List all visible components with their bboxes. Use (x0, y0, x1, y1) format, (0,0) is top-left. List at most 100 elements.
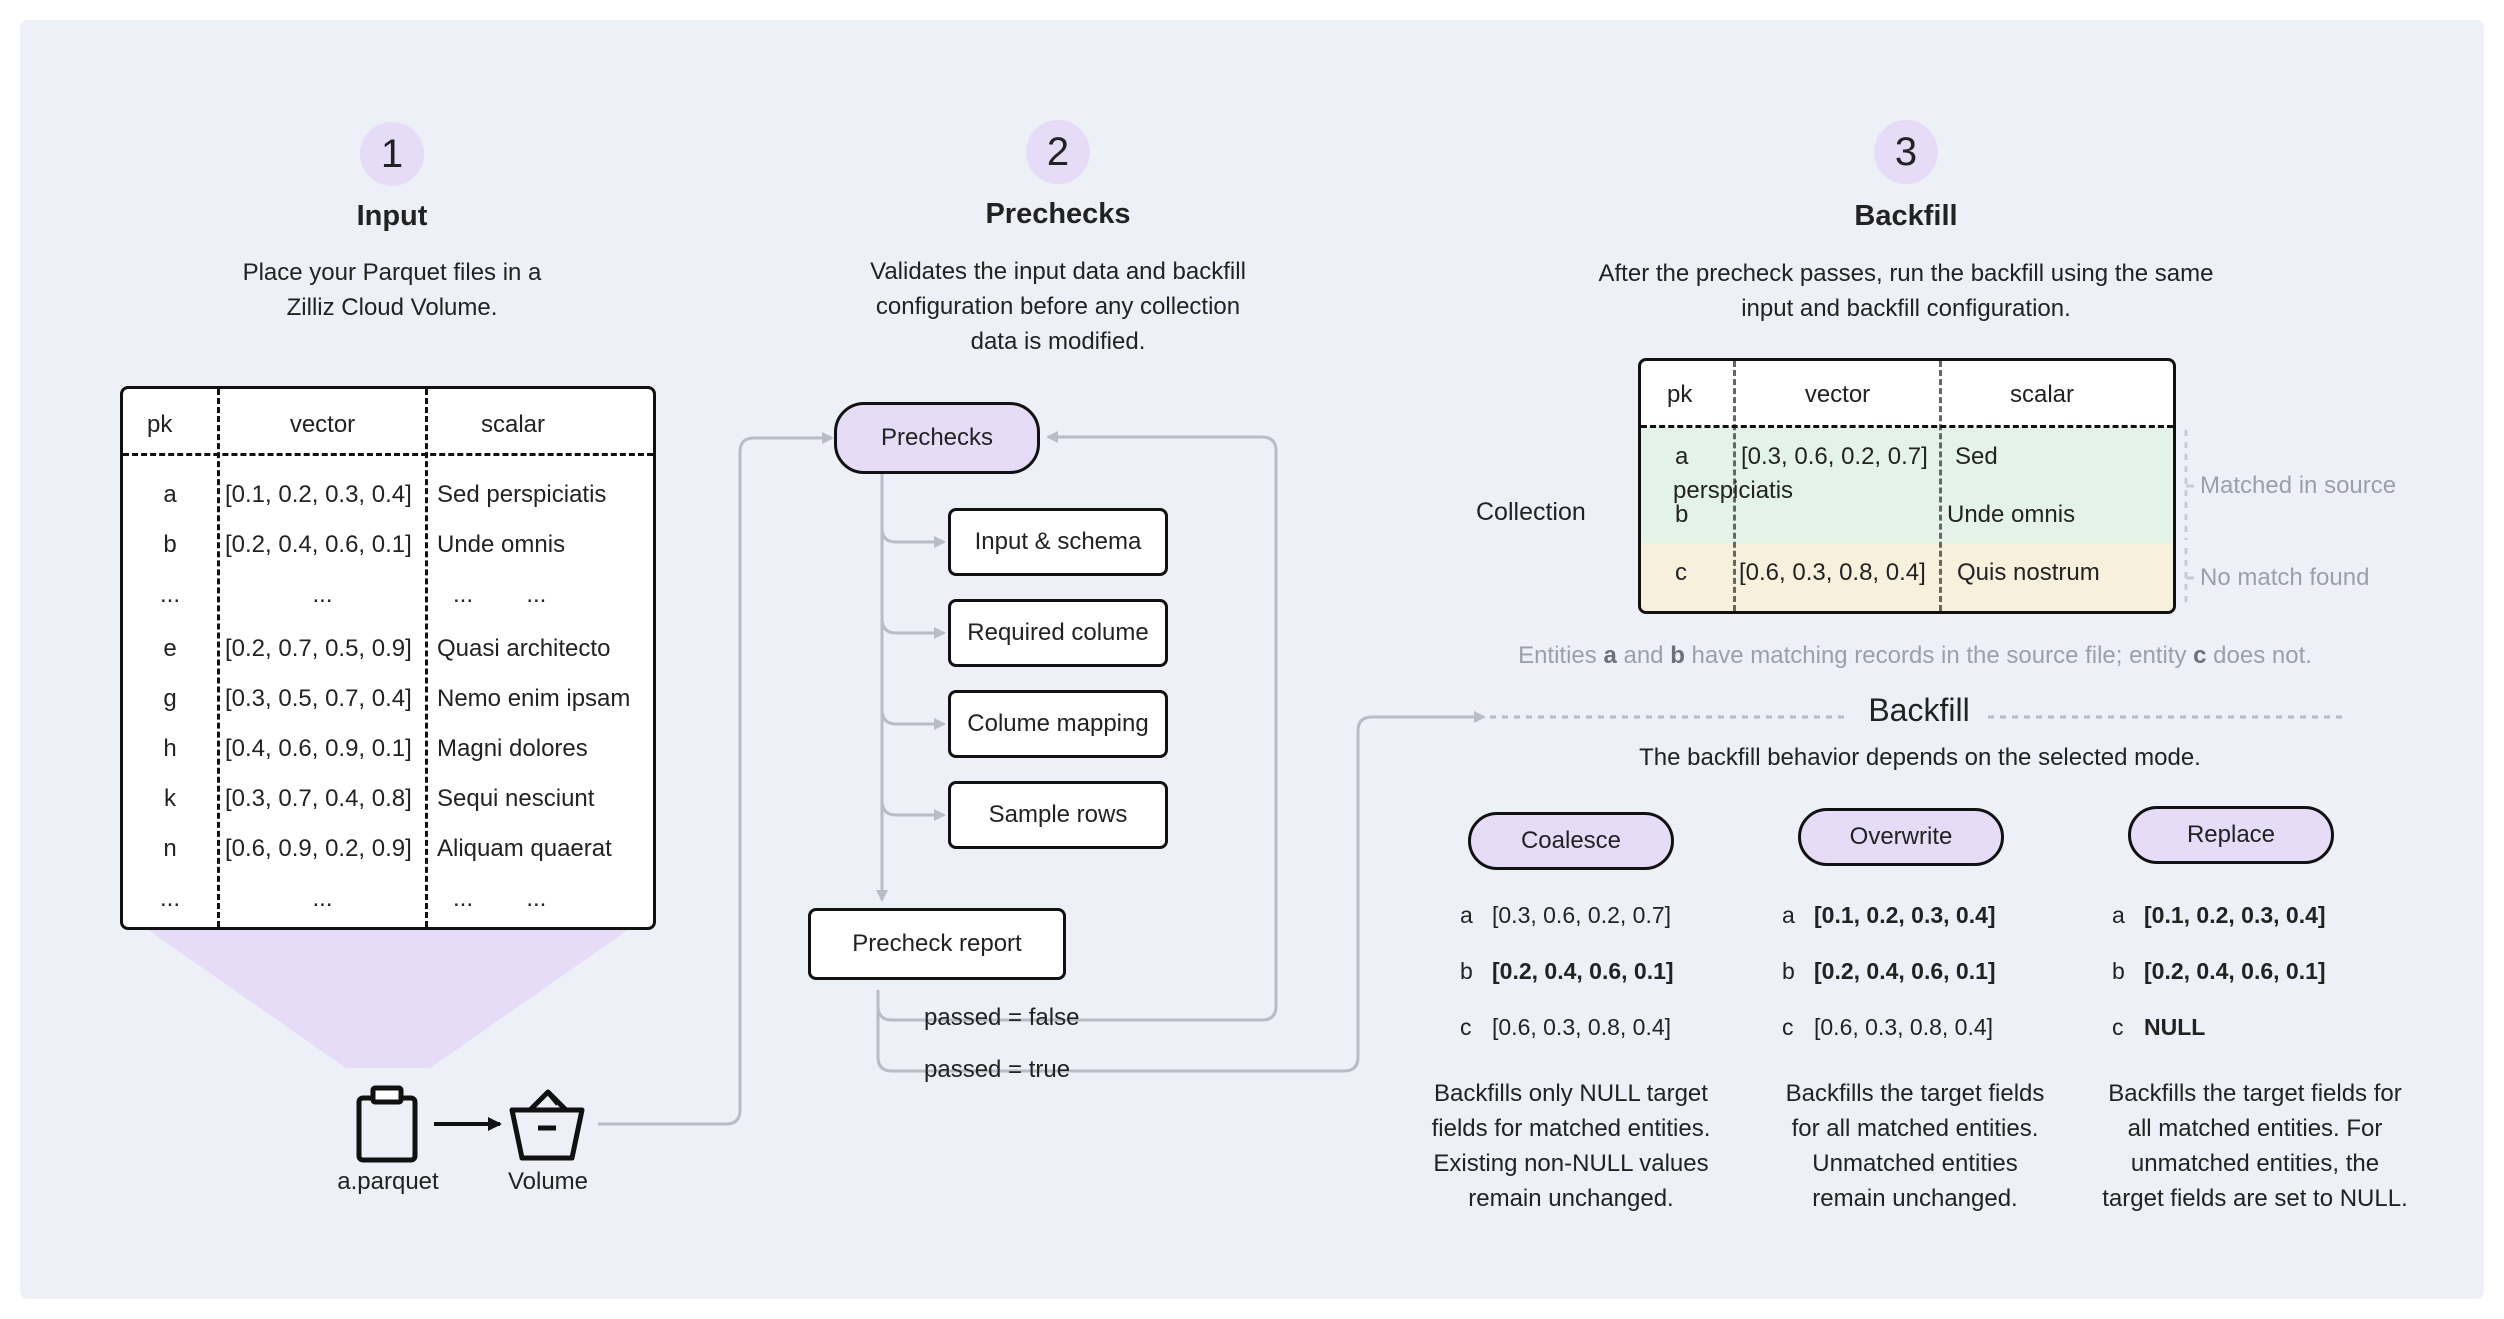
branch-colume-mapping (880, 708, 946, 730)
coalesce-row-c: c[0.6, 0.3, 0.8, 0.4] (1460, 1014, 1672, 1040)
fail-loop-connector (876, 431, 1278, 1022)
nomatch-label: No match found (2200, 564, 2370, 591)
input-cell-vector: [0.2, 0.4, 0.6, 0.1] (225, 531, 412, 558)
input-cell-vector: [0.1, 0.2, 0.3, 0.4] (225, 481, 412, 508)
input-cell-pk: e (163, 635, 177, 662)
input-table-header-rule (123, 453, 653, 456)
file-label: a.parquet (337, 1168, 439, 1195)
input-cell-vector: [0.4, 0.6, 0.9, 0.1] (225, 735, 412, 762)
collection-row-b-scalar: Unde omnis (1947, 501, 2076, 528)
nomatch-row-bg (1641, 543, 2173, 611)
step-number-1: 1 (360, 122, 424, 186)
collection-label: Collection (1476, 498, 1586, 526)
input-header-vector: vector (289, 411, 356, 438)
input-cell-scalar: Nemo enim ipsam (437, 685, 631, 712)
collection-header-pk: pk (1667, 381, 1693, 408)
collection-row-a-scalar: Sed (1955, 443, 1998, 470)
input-cell-vector: [0.2, 0.7, 0.5, 0.9] (225, 635, 412, 662)
branch-input-schema (880, 527, 946, 548)
input-cell-pk: ... (159, 885, 180, 912)
backfill-title: Backfill (1868, 692, 1970, 728)
check-required-colume: Required colume (948, 599, 1168, 667)
input-cell-pk: n (163, 835, 177, 862)
input-cell-pk: ... (159, 581, 180, 608)
replace-row-a: a[0.1, 0.2, 0.3, 0.4] (2112, 902, 2326, 928)
coalesce-row-a: a[0.3, 0.6, 0.2, 0.7] (1460, 902, 1672, 928)
overwrite-row-b: b[0.2, 0.4, 0.6, 0.1] (1782, 958, 1996, 984)
input-cell-pk: b (163, 531, 177, 558)
check-colume-mapping: Colume mapping (948, 690, 1168, 758)
collection-table: pk vector scalar a [0.3, 0.6, 0.2, 0.7] … (1638, 358, 2176, 614)
collection-divider-2 (1939, 361, 1942, 611)
matched-rows-bg (1641, 427, 2173, 543)
mode-overwrite: Overwrite (1798, 808, 2004, 866)
collection-row-c-pk: c (1675, 559, 1687, 586)
branch-required-colume (880, 617, 946, 639)
mode-coalesce: Coalesce (1468, 812, 1674, 870)
collection-row-a-overflow: perspiciatis (1673, 477, 1794, 504)
precheck-report: Precheck report (808, 908, 1066, 980)
input-cell-vector: [0.3, 0.5, 0.7, 0.4] (225, 685, 412, 712)
input-cell-scalar: Sequi nesciunt (437, 785, 595, 812)
matched-label: Matched in source (2200, 472, 2397, 499)
replace-row-b: b[0.2, 0.4, 0.6, 0.1] (2112, 958, 2326, 984)
collection-row-c-vector: [0.6, 0.3, 0.8, 0.4] (1739, 559, 1926, 586)
input-header-scalar: scalar (480, 411, 546, 438)
input-cell-vector: ... (312, 581, 333, 608)
prechecks-node: Prechecks (834, 402, 1040, 474)
collection-row-a-pk: a (1675, 443, 1689, 470)
check-sample-rows: Sample rows (948, 781, 1168, 849)
funnel-shape (148, 930, 628, 1068)
check-input-schema: Input & schema (948, 508, 1168, 576)
step-title-backfill: Backfill (1854, 200, 1958, 232)
collection-row-c-scalar: Quis nostrum (1957, 559, 2100, 586)
collection-divider-1 (1733, 361, 1736, 611)
input-cell-scalar: Quasi architecto (437, 635, 611, 662)
input-cell-vector: ... (312, 885, 333, 912)
input-table-divider-2 (425, 389, 428, 927)
clipboard-icon (356, 1085, 418, 1163)
overwrite-row-c: c[0.6, 0.3, 0.8, 0.4] (1782, 1014, 1994, 1040)
input-table-divider-1 (217, 389, 220, 927)
input-cell-scalar: Magni dolores (437, 735, 588, 762)
volume-to-prechecks-connector (598, 432, 834, 1126)
step-title-prechecks: Prechecks (985, 198, 1131, 230)
input-cell-vector: [0.3, 0.7, 0.4, 0.8] (225, 785, 412, 812)
fail-label: passed = false (924, 1004, 1080, 1031)
mode-replace: Replace (2128, 806, 2334, 864)
input-cell-pk: g (163, 685, 177, 712)
overwrite-row-a: a[0.1, 0.2, 0.3, 0.4] (1782, 902, 1996, 928)
input-header-pk: pk (147, 411, 173, 438)
collection-header-scalar: scalar (2009, 381, 2075, 408)
step-desc-backfill: After the precheck passes, run the backf… (1598, 260, 2214, 322)
volume-icon (509, 1089, 585, 1161)
input-cell-vector: [0.6, 0.9, 0.2, 0.9] (225, 835, 412, 862)
step-number-2: 2 (1026, 120, 1090, 184)
volume-label: Volume (507, 1168, 589, 1195)
backfill-subtitle: The backfill behavior depends on the sel… (1639, 744, 2201, 771)
input-cell-pk: a (163, 481, 177, 508)
input-cell-scalar: Unde omnis (437, 531, 566, 558)
coalesce-row-b: b[0.2, 0.4, 0.6, 0.1] (1460, 958, 1674, 984)
collection-row-b-pk: b (1675, 501, 1689, 528)
input-cell-scalar: ... ... (453, 581, 547, 608)
collection-note: Entities a and b have matching records i… (1518, 642, 2312, 669)
collection-header-rule (1641, 425, 2173, 428)
pass-label: passed = true (924, 1056, 1071, 1083)
collection-row-a-vector: [0.3, 0.6, 0.2, 0.7] (1741, 443, 1928, 470)
input-cell-scalar: Sed perspiciatis (437, 481, 607, 508)
branch-sample-rows (880, 799, 946, 821)
input-cell-scalar: ... ... (453, 885, 547, 912)
step-number-3: 3 (1874, 120, 1938, 184)
pass-connector (876, 711, 1486, 1073)
collection-header-vector: vector (1804, 381, 1871, 408)
input-cell-scalar: Aliquam quaerat (437, 835, 612, 862)
input-cell-pk: k (164, 785, 176, 812)
